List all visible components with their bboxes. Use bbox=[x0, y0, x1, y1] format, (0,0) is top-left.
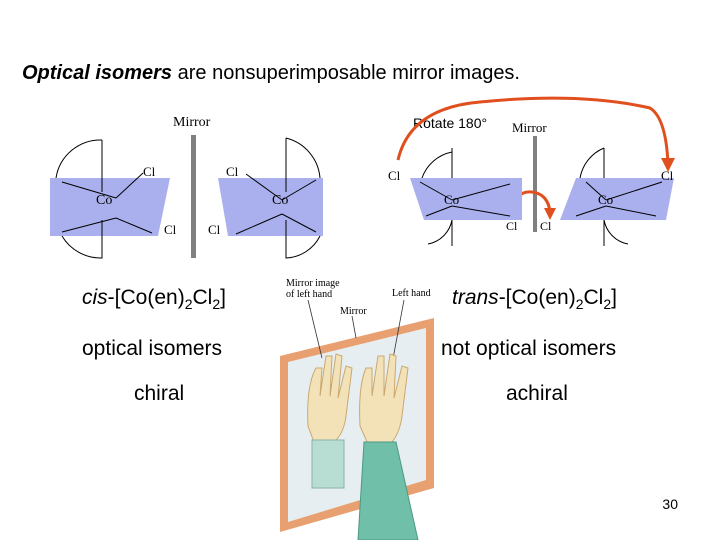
heading-rest: are nonsuperimposable mirror images. bbox=[172, 62, 520, 84]
formula-subscript: 2 bbox=[603, 296, 612, 313]
formula-part: Cl bbox=[192, 286, 213, 309]
cis-isomers-diagram: Mirror Co Cl Cl Co Cl Cl bbox=[50, 115, 323, 259]
trans-formula: trans-[Co(en)2Cl2] bbox=[452, 286, 617, 312]
chloride-ligand: Cl bbox=[226, 164, 239, 179]
left-mirror-bar bbox=[191, 135, 196, 258]
chloride-ligand: Cl bbox=[208, 222, 221, 237]
coordination-plane bbox=[50, 178, 170, 236]
formula-part: ] bbox=[611, 286, 617, 309]
cobalt-atom: Co bbox=[272, 193, 288, 208]
heading-emphasis: Optical isomers bbox=[22, 62, 173, 84]
formula-part: -[Co(en) bbox=[107, 286, 185, 309]
right-trans-molecule: Co Cl Cl bbox=[540, 147, 674, 246]
cobalt-atom: Co bbox=[598, 192, 613, 207]
left-cis-molecule: Co Cl Cl bbox=[50, 139, 177, 259]
formula-subscript: 2 bbox=[212, 296, 221, 313]
page-number: 30 bbox=[662, 496, 678, 512]
rotate-label: Rotate 180° bbox=[413, 115, 488, 131]
trans-description: not optical isomers bbox=[441, 337, 617, 360]
right-mirror-label: Mirror bbox=[512, 120, 547, 135]
arrowhead-icon bbox=[544, 208, 556, 220]
cobalt-atom: Co bbox=[444, 192, 459, 207]
chloride-ligand: Cl bbox=[540, 219, 552, 233]
right-cis-molecule: Co Cl Cl bbox=[208, 137, 323, 259]
left-trans-molecule: Co Cl Cl bbox=[388, 148, 522, 246]
mirror-image-label-line2: of left hand bbox=[286, 289, 332, 300]
formula-part: Cl bbox=[583, 286, 604, 309]
slide-heading: Optical isomers are nonsuperimposable mi… bbox=[22, 62, 520, 85]
formula-part: ] bbox=[220, 286, 226, 309]
formula-part: -[Co(en) bbox=[498, 286, 576, 309]
trans-prefix: trans bbox=[452, 286, 499, 309]
arrowhead-icon bbox=[661, 158, 675, 172]
coordination-plane bbox=[560, 178, 674, 220]
cobalt-atom: Co bbox=[96, 193, 112, 208]
chloride-ligand: Cl bbox=[388, 168, 401, 183]
cis-prefix: cis bbox=[82, 286, 108, 309]
cis-formula: cis-[Co(en)2Cl2] bbox=[82, 286, 226, 312]
chloride-ligand: Cl bbox=[661, 168, 674, 183]
rotate-arrow bbox=[396, 96, 670, 165]
mirror-image-label: Mirror image bbox=[286, 278, 340, 289]
chloride-ligand: Cl bbox=[143, 164, 156, 179]
chloride-ligand: Cl bbox=[164, 222, 177, 237]
trans-chirality: achiral bbox=[506, 382, 568, 405]
cis-description: optical isomers bbox=[82, 337, 223, 360]
cis-chirality: chiral bbox=[134, 382, 185, 405]
right-mirror-bar bbox=[533, 136, 537, 232]
formula-subscript: 2 bbox=[184, 296, 193, 313]
left-hand-label: Left hand bbox=[392, 288, 431, 299]
mirror-label: Mirror bbox=[340, 306, 367, 317]
coordination-plane bbox=[410, 178, 522, 220]
left-mirror-label: Mirror bbox=[173, 115, 211, 130]
real-left-hand bbox=[357, 353, 419, 540]
reflected-hand bbox=[307, 353, 353, 489]
chloride-ligand: Cl bbox=[506, 219, 518, 233]
trans-isomers-diagram: Mirror Co Cl Cl Co Cl Cl bbox=[388, 96, 675, 246]
formula-subscript: 2 bbox=[575, 296, 584, 313]
hand-mirror-illustration: Mirror image of left hand Left hand Mirr… bbox=[280, 278, 434, 540]
